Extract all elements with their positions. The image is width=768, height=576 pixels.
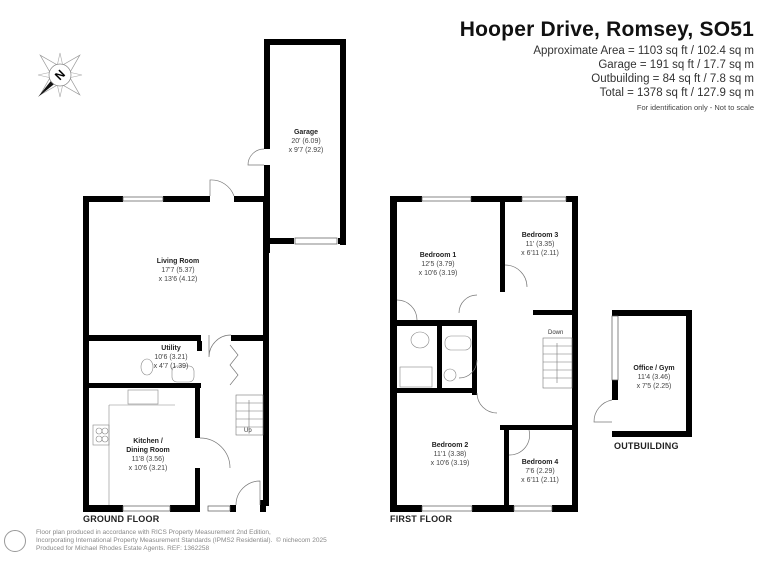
room-bedroom-4: Bedroom 4 7'6 (2.29) x 6'11 (2.11) <box>521 458 559 485</box>
room-dim: x 6'11 (2.11) <box>521 477 559 484</box>
room-utility: Utility 10'6 (3.21) x 4'7 (1.39) <box>154 344 189 371</box>
room-name: Garage <box>293 129 319 136</box>
room-dim: x 6'11 (2.11) <box>521 250 559 257</box>
outbuilding-area: Outbuilding = 84 sq ft / 7.8 sq m <box>591 73 754 85</box>
room-dim: 10'6 (3.21) <box>154 354 188 361</box>
room-bedroom-1: Bedroom 1 12'5 (3.79) x 10'6 (3.19) <box>419 251 458 278</box>
total-area: Total = 1378 sq ft / 127.9 sq m <box>599 87 754 99</box>
copyright: © nichecom 2025 <box>276 537 327 544</box>
rics-person-icon <box>4 530 26 552</box>
room-dim: x 7'5 (2.25) <box>636 383 672 390</box>
north-compass-icon: N <box>37 52 83 98</box>
room-name: Office / Gym <box>633 365 675 372</box>
room-dim: 12'5 (3.79) <box>421 261 455 268</box>
stairs <box>235 337 573 436</box>
footer-line: Floor plan produced in accordance with R… <box>36 529 271 536</box>
room-dim: x 9'7 (2.92) <box>288 147 324 154</box>
room-name: Bedroom 2 <box>431 442 469 449</box>
ground-floor-label: GROUND FLOOR <box>83 514 160 524</box>
ground-floor-walls <box>83 39 692 512</box>
room-dim: x 13'6 (4.12) <box>158 276 198 283</box>
scale-disclaimer: For identification only - Not to scale <box>636 103 754 112</box>
room-living: Living Room 17'7 (5.37) x 13'6 (4.12) <box>157 257 199 284</box>
garage-area: Garage = 191 sq ft / 17.7 sq m <box>598 59 754 71</box>
footer-text: Floor plan produced in accordance with R… <box>36 529 272 553</box>
room-name: Bedroom 3 <box>521 232 559 239</box>
first-floor-label: FIRST FLOOR <box>390 514 453 524</box>
room-garage: Garage 20' (6.09) x 9'7 (2.92) <box>289 128 324 155</box>
room-name: Bedroom 4 <box>521 459 559 466</box>
fixtures <box>92 331 472 505</box>
room-name: Kitchen / <box>133 438 163 445</box>
room-dim: 7'6 (2.29) <box>525 468 555 475</box>
stairs-up-label: Up <box>244 428 252 434</box>
windows <box>122 196 619 512</box>
door-swings <box>199 148 613 506</box>
footer-line: Incorporating International Property Mea… <box>36 537 273 544</box>
room-dim: 11'1 (3.38) <box>433 451 467 458</box>
stairs-down-label: Down <box>548 330 564 336</box>
area-summary: Approximate Area = 1103 sq ft / 102.4 sq… <box>533 44 754 100</box>
room-name: Dining Room <box>126 447 170 454</box>
room-dim: 11'8 (3.56) <box>131 456 165 463</box>
outbuilding-label: OUTBUILDING <box>614 441 679 451</box>
room-dim: 11' (3.35) <box>525 241 555 248</box>
room-kitchen: Kitchen / Dining Room 11'8 (3.56) x 10'6… <box>126 437 170 473</box>
footer-line: Produced for Michael Rhodes Estate Agent… <box>36 545 210 552</box>
room-dim: 20' (6.09) <box>291 138 321 145</box>
room-dim: x 4'7 (1.39) <box>153 363 189 370</box>
room-dim: x 10'6 (3.21) <box>128 465 168 472</box>
room-name: Living Room <box>156 258 200 265</box>
room-dim: x 10'6 (3.19) <box>418 270 458 277</box>
room-dim: 11'4 (3.46) <box>637 374 671 381</box>
room-name: Bedroom 1 <box>419 252 457 259</box>
room-name: Utility <box>161 345 181 352</box>
property-title: Hooper Drive, Romsey, SO51 <box>459 18 754 41</box>
room-office-gym: Office / Gym 11'4 (3.46) x 7'5 (2.25) <box>633 364 674 391</box>
room-bedroom-3: Bedroom 3 11' (3.35) x 6'11 (2.11) <box>521 231 559 258</box>
approximate-area: Approximate Area = 1103 sq ft / 102.4 sq… <box>533 45 754 57</box>
room-bedroom-2: Bedroom 2 11'1 (3.38) x 10'6 (3.19) <box>431 441 470 468</box>
room-dim: 17'7 (5.37) <box>161 267 195 274</box>
room-dim: x 10'6 (3.19) <box>430 460 470 467</box>
